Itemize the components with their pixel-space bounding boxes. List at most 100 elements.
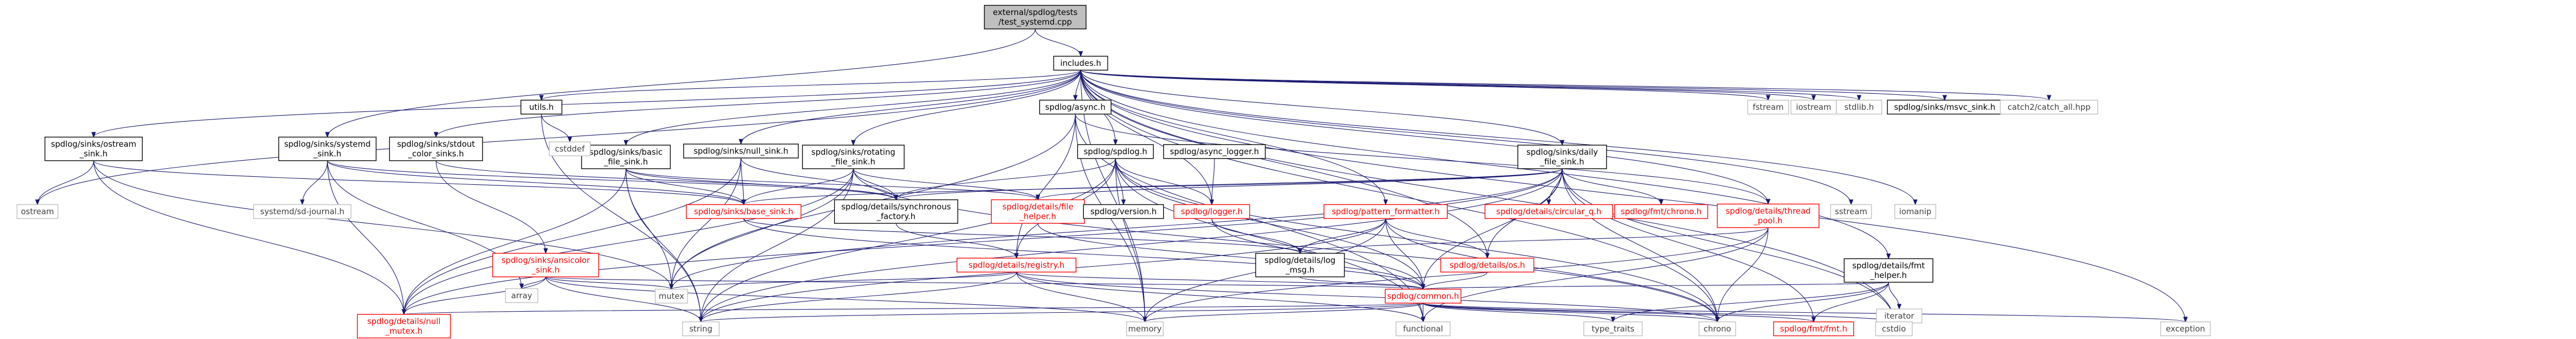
node-systemd-sink[interactable]: spdlog/sinks/systemd_sink.h [278,137,377,161]
node-utils[interactable]: utils.h [520,100,563,115]
node-ansicolor[interactable]: spdlog/sinks/ansicolor_sink.h [492,253,599,277]
node-memory: memory [1126,321,1164,336]
node-label: _helper.h [1870,270,1907,281]
node-label: spdlog/details/os.h [1449,260,1525,270]
edge-includes-to-fmt_helper [1080,70,1891,260]
node-label: _file_sink.h [1540,157,1584,167]
node-box [1887,100,2002,115]
node-box [1053,56,1109,71]
node-label: spdlog/sinks/stdout [397,139,475,149]
node-label: _sink.h [313,149,341,159]
node-label: spdlog/sinks/ostream [51,139,136,149]
node-fmt-helper[interactable]: spdlog/details/fmt_helper.h [1844,258,1933,283]
node-label: /test_systemd.cpp [998,17,1072,27]
node-box [548,141,591,156]
node-common[interactable]: spdlog/common.h [1385,289,1462,304]
node-label: _file_sink.h [603,157,648,167]
node-box [1484,204,1614,219]
node-box [1173,204,1250,219]
node-label: _file_sink.h [831,157,875,167]
node-iomanip: iomanip [1894,204,1937,219]
node-box [520,100,563,115]
node-label: cstddef [555,144,585,154]
edge-registry-to-memory [1016,272,1148,323]
node-sstream: sstream [1830,204,1872,219]
node-label: _helper.h [1019,212,1056,222]
edge-ansicolor-to-array [519,276,546,290]
node-pattern[interactable]: spdlog/pattern_formatter.h [1323,204,1448,219]
node-label: external/spdlog/tests [993,7,1077,17]
node-includes[interactable]: includes.h [1053,56,1109,71]
edge-includes-to-logger [1080,70,1214,206]
node-label: string [689,324,712,334]
node-ostream-sink[interactable]: spdlog/sinks/ostream_sink.h [44,137,143,161]
node-label: spdlog/async_logger.h [1170,147,1259,157]
node-daily[interactable]: spdlog/sinks/daily_file_sink.h [1517,145,1607,169]
node-string: string [682,321,720,336]
node-label: functional [1403,324,1443,334]
node-fmt-chrono[interactable]: spdlog/fmt/chrono.h [1614,204,1708,219]
edge-basic_file-to-sync_factory [625,168,899,201]
node-box [1894,204,1937,219]
node-version[interactable]: spdlog/version.h [1083,204,1164,219]
node-null-mutex[interactable]: spdlog/details/null_mutex.h [357,314,451,338]
node-msvc[interactable]: spdlog/sinks/msvc_sink.h [1887,100,2002,115]
node-box [1717,204,1820,228]
node-iterator: iterator [1876,308,1923,323]
edge-thread_pool-to-log_msg [1297,227,1769,254]
edge-common-to-chrono [1423,303,1720,323]
node-cstdio: cstdio [1875,321,1913,336]
node-label: _msg.h [1285,265,1314,275]
node-label: iterator [1884,311,1915,321]
node-box [1077,144,1154,159]
node-null-sink[interactable]: spdlog/sinks/null_sink.h [683,144,799,159]
node-box [1385,289,1462,304]
edge-common-to-string [698,303,1424,323]
node-file-helper[interactable]: spdlog/details/file_helper.h [991,199,1085,224]
node-root[interactable]: external/spdlog/tests/test_systemd.cpp [984,5,1087,29]
edge-rotating-to-base_sink [741,168,854,206]
edge-async-to-thread_pool [1075,114,1771,205]
node-box [686,204,801,219]
edge-ostream_sink-to-null_mutex [93,160,407,315]
node-sync-factory[interactable]: spdlog/details/synchronous_factory.h [834,199,958,224]
node-box [1583,321,1643,336]
edge-spdlog_h-to-string [698,158,1116,323]
node-log-msg[interactable]: spdlog/details/log_msg.h [1255,253,1345,277]
edge-includes-to-iomanip [1080,70,1918,206]
node-circular-q[interactable]: spdlog/details/circular_q.h [1484,204,1614,219]
edge-includes-to-os [1080,70,1490,259]
node-box [278,137,377,161]
edge-daily-to-base_sink [741,168,1563,206]
node-label: spdlog/sinks/msvc_sink.h [1894,102,1995,112]
node-logger[interactable]: spdlog/logger.h [1173,204,1250,219]
node-spdlog-h[interactable]: spdlog/spdlog.h [1077,144,1154,159]
node-async-logger[interactable]: spdlog/async_logger.h [1163,144,1266,159]
node-functional: functional [1395,321,1451,336]
edge-includes-to-msvc [1080,70,1947,101]
edge-null_sink-to-mutex [669,157,742,290]
node-fmt-fmt[interactable]: spdlog/fmt/fmt.h [1773,321,1854,336]
edge-fmt_helper-to-common [1420,282,1889,290]
node-stdout-color[interactable]: spdlog/sinks/stdout_color_sinks.h [389,137,483,161]
edge-utils-to-cstddef [541,114,572,143]
node-basic-file[interactable]: spdlog/sinks/basic_file_sink.h [581,145,671,169]
edge-daily-to-sync_factory [893,168,1563,201]
edge-common-to-type_traits [1423,303,1616,323]
node-os[interactable]: spdlog/details/os.h [1440,258,1534,273]
node-label: exception [2166,324,2205,334]
node-label: chrono [1703,324,1731,334]
node-label: spdlog/fmt/chrono.h [1620,207,1701,216]
node-rotating[interactable]: spdlog/sinks/rotating_file_sink.h [802,145,905,169]
node-box [802,145,905,169]
edge-ostream_sink-to-ostream [35,160,94,206]
node-ostream: ostream [16,204,59,219]
node-label: type_traits [1592,324,1634,334]
node-thread-pool[interactable]: spdlog/details/thread_pool.h [1717,204,1820,228]
node-registry[interactable]: spdlog/details/registry.h [957,258,1076,273]
node-async[interactable]: spdlog/async.h [1039,100,1112,115]
node-label: iostream [1796,102,1831,112]
node-base-sink[interactable]: spdlog/sinks/base_sink.h [686,204,801,219]
edge-basic_file-to-file_helper [625,168,1041,201]
edge-rotating-to-file_helper [853,168,1041,201]
